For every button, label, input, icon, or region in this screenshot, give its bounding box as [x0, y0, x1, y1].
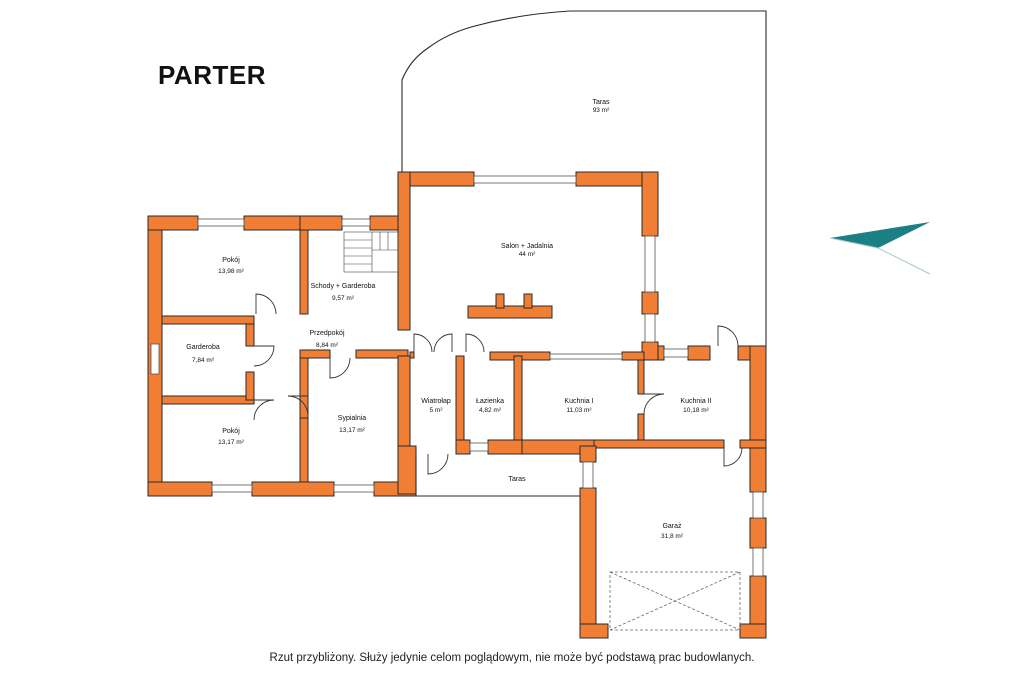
room-name-kuchnia-1: Kuchnia I	[564, 398, 593, 405]
room-name-kuchnia-2: Kuchnia II	[680, 398, 711, 405]
room-name-przedpokoj: Przedpokój	[309, 330, 344, 337]
north-arrow-icon	[829, 222, 931, 275]
room-name-wiatrolap: Wiatrołap	[421, 398, 451, 405]
room-area-przedpokoj: 8,84 m²	[316, 342, 339, 349]
room-name-taras-bottom: Taras	[508, 476, 526, 483]
room-name-sypialnia: Sypialnia	[338, 415, 367, 422]
room-area-taras-top: 93 m²	[593, 107, 610, 114]
windows	[150, 175, 764, 577]
garage-door-marking	[609, 571, 741, 631]
room-area-salon: 44 m²	[519, 251, 536, 258]
room-name-taras-top: Taras	[592, 99, 610, 106]
room-area-schody: 9,57 m²	[332, 295, 355, 302]
terrace-bottom-outline	[415, 454, 580, 497]
doors	[253, 293, 743, 475]
room-name-garderoba: Garderoba	[186, 344, 220, 351]
room-area-kuchnia-2: 10,18 m²	[683, 407, 709, 414]
room-area-garderoba: 7,84 m²	[192, 357, 215, 364]
room-area-garaz: 31,8 m²	[661, 533, 684, 540]
room-name-salon: Salon + Jadalnia	[501, 243, 553, 250]
room-area-lazienka: 4,82 m²	[479, 407, 502, 414]
stairs	[343, 231, 399, 273]
room-area-pokoj-1: 13,98 m²	[218, 268, 244, 275]
room-name-pokoj-2: Pokój	[222, 428, 240, 435]
room-labels: Taras 93 m² Salon + Jadalnia 44 m² Pokój…	[186, 99, 711, 540]
plan-title: PARTER	[158, 60, 266, 90]
walls	[147, 171, 767, 639]
room-name-schody: Schody + Garderoba	[311, 283, 376, 290]
room-name-garaz: Garaż	[662, 523, 682, 530]
disclaimer-note: Rzut przybliżony. Służy jedynie celom po…	[269, 652, 755, 664]
room-name-lazienka: Łazienka	[476, 398, 504, 405]
room-area-pokoj-2: 13,17 m²	[218, 439, 244, 446]
room-area-kuchnia-1: 11,03 m²	[566, 407, 592, 414]
room-area-sypialnia: 13,17 m²	[339, 427, 365, 434]
room-area-wiatrolap: 5 m²	[430, 407, 444, 414]
terrace-outline	[401, 10, 767, 346]
room-name-pokoj-1: Pokój	[222, 257, 240, 264]
